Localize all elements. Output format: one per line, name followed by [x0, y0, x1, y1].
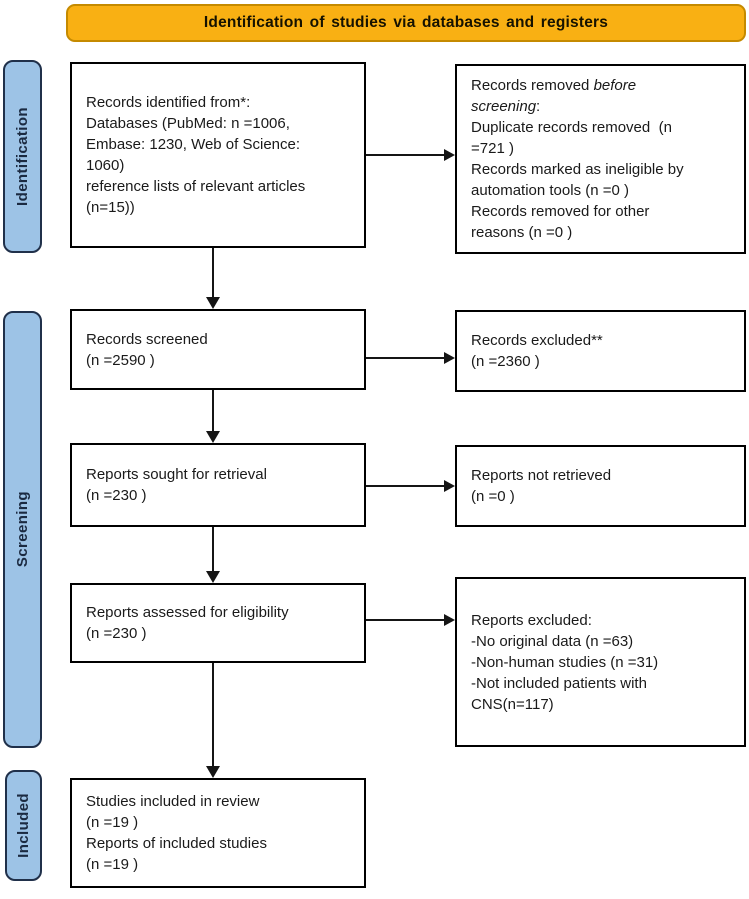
arrow-head-icon — [206, 297, 220, 309]
box-line: 1060) — [86, 157, 125, 174]
arrow-head-icon — [444, 480, 455, 492]
box-line: Reports assessed for eligibility — [86, 604, 289, 621]
stage-bar-identification: Identification — [3, 60, 42, 253]
arrow-identified-to-removed — [366, 149, 455, 161]
box-line: (n =19 ) — [86, 814, 139, 831]
box-records-excluded: Records excluded** (n =2360 ) — [455, 310, 746, 392]
arrow-screened-to-sought — [206, 390, 220, 443]
box-line: reasons (n =0 ) — [471, 224, 573, 241]
box-records-identified: Records identified from*: Databases (Pub… — [70, 62, 366, 248]
box-line: Reports sought for retrieval — [86, 466, 267, 483]
arrow-line — [212, 663, 214, 767]
stage-label-included: Included — [15, 793, 32, 858]
box-line: (n=15)) — [86, 199, 135, 216]
box-line: -Non-human studies (n =31) — [471, 653, 659, 671]
arrow-line — [366, 357, 445, 359]
box-line: (n =2590 ) — [86, 351, 155, 369]
arrow-head-icon — [206, 571, 220, 583]
box-reports-sought: Reports sought for retrieval (n =230 ) — [70, 443, 366, 527]
box-line: -Not included patients with — [471, 674, 647, 692]
arrow-assessed-to-included — [206, 663, 220, 778]
arrow-identified-to-screened — [206, 248, 220, 309]
arrow-sought-to-not-retrieved — [366, 480, 455, 492]
box-records-screened: Records screened (n =2590 ) — [70, 309, 366, 390]
box-line: Records marked as ineligible by — [471, 161, 684, 178]
box-line: Reports of included studies — [86, 835, 267, 852]
arrow-line — [366, 619, 445, 621]
box-line: (n =19 ) — [86, 856, 139, 873]
box-line: Records removed before — [471, 77, 637, 94]
arrow-line — [212, 527, 214, 572]
arrow-screened-to-excluded — [366, 352, 455, 364]
arrow-line — [212, 390, 214, 432]
stage-bar-included: Included — [5, 770, 42, 881]
box-line: Duplicate records removed (n — [471, 119, 672, 136]
box-line: Studies included in review — [86, 793, 260, 810]
box-line: Records removed for other — [471, 203, 650, 220]
arrow-head-icon — [444, 352, 455, 364]
box-studies-included: Studies included in review (n =19 ) Repo… — [70, 778, 366, 888]
arrow-line — [212, 248, 214, 298]
stage-bar-screening: Screening — [3, 311, 42, 748]
box-line: (n =2360 ) — [471, 353, 540, 370]
arrow-line — [366, 154, 445, 156]
stage-label-identification: Identification — [14, 107, 31, 206]
box-line: =721 ) — [471, 140, 514, 157]
box-line: screening: — [471, 98, 541, 115]
box-line: Reports not retrieved — [471, 467, 612, 484]
box-line: Databases (PubMed: n =1006, — [86, 115, 290, 132]
box-line: Records excluded** — [471, 332, 603, 349]
arrow-assessed-to-reports-excluded — [366, 614, 455, 626]
stage-label-screening: Screening — [14, 491, 31, 568]
banner-title: Identification of studies via databases … — [66, 4, 746, 42]
box-line: (n =0 ) — [471, 488, 515, 505]
box-line: Records screened — [86, 330, 208, 348]
box-line: -No original data (n =63) — [471, 632, 634, 650]
arrow-head-icon — [444, 614, 455, 626]
box-line: (n =230 ) — [86, 487, 147, 504]
box-reports-assessed: Reports assessed for eligibility (n =230… — [70, 583, 366, 663]
box-reports-excluded: Reports excluded: -No original data (n =… — [455, 577, 746, 747]
box-line: Records identified from*: — [86, 94, 251, 111]
box-line: Reports excluded: — [471, 611, 592, 629]
box-line: Embase: 1230, Web of Science: — [86, 136, 301, 153]
arrow-sought-to-assessed — [206, 527, 220, 583]
arrow-head-icon — [444, 149, 455, 161]
box-line: CNS(n=117) — [471, 695, 554, 713]
arrow-head-icon — [206, 766, 220, 778]
arrow-line — [366, 485, 445, 487]
box-reports-not-retrieved: Reports not retrieved (n =0 ) — [455, 445, 746, 527]
box-line: automation tools (n =0 ) — [471, 182, 630, 199]
box-line: (n =230 ) — [86, 625, 147, 642]
box-records-removed: Records removed before screening: Duplic… — [455, 64, 746, 254]
box-line: reference lists of relevant articles — [86, 178, 306, 195]
arrow-head-icon — [206, 431, 220, 443]
